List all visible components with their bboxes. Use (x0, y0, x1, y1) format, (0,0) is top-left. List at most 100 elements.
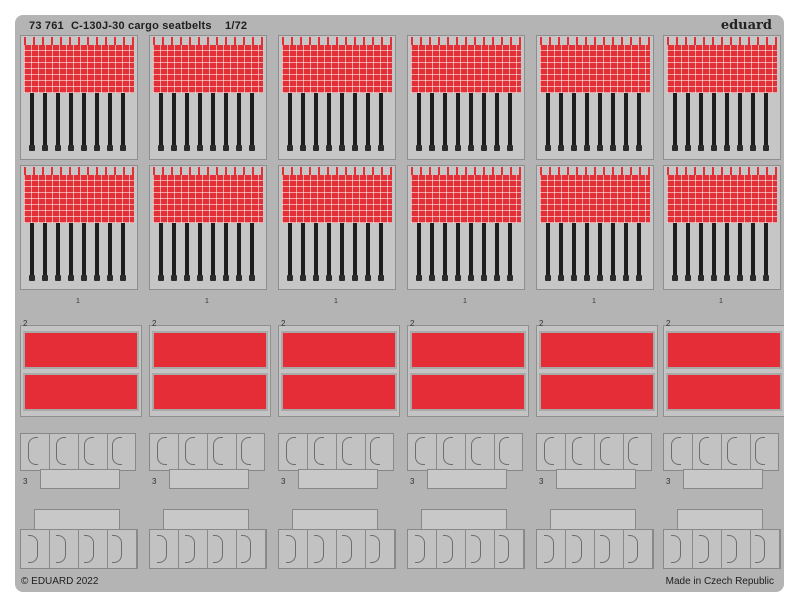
seat-hook (213, 535, 223, 563)
belt-strap (197, 93, 203, 151)
seatbelt-panel: 1 (149, 165, 267, 305)
belt-strap (584, 223, 590, 281)
seat-hook (600, 437, 610, 465)
belt-strap (210, 223, 216, 281)
belt-net (282, 45, 392, 93)
belt-strap (597, 93, 603, 151)
belt-strap (610, 223, 616, 281)
seat-hook (671, 535, 681, 563)
belt-tabs (282, 37, 392, 46)
belt-strap (352, 93, 358, 151)
seat-frame-base (34, 509, 120, 531)
seat-hook (699, 535, 709, 563)
seat-hook (370, 437, 380, 465)
seat-frame-lower (663, 509, 781, 569)
belt-net (411, 175, 521, 223)
seat-hook (755, 437, 765, 465)
belt-net (282, 175, 392, 223)
belt-strap (763, 223, 769, 281)
belt-net (153, 175, 263, 223)
belt-strap (737, 93, 743, 151)
part-number: 3 (281, 477, 286, 486)
copyright-text: © EDUARD 2022 (21, 576, 99, 587)
photo-etch-fret: 73 761 C-130J-30 cargo seatbelts 1/72 ed… (15, 15, 784, 592)
belt-strap (558, 223, 564, 281)
seat-hook (727, 535, 737, 563)
belt-strap (494, 93, 500, 151)
belt-strap (184, 223, 190, 281)
product-name: C-130J-30 cargo seatbelts (71, 20, 212, 32)
part-number: 2 (666, 319, 671, 328)
seat-hook (544, 437, 554, 465)
seat-hook (112, 437, 122, 465)
seat-frame-base (427, 469, 507, 489)
part-number: 1 (205, 298, 209, 305)
belt-strap (236, 223, 242, 281)
belt-strap (571, 223, 577, 281)
seat-frame-bottom (536, 529, 654, 569)
belt-net (667, 175, 777, 223)
red-pad (539, 373, 655, 411)
belt-strap (365, 223, 371, 281)
belt-strap (313, 93, 319, 151)
belt-net (24, 45, 134, 93)
seat-hook (628, 535, 638, 563)
seat-hook (443, 437, 453, 465)
part-number: 3 (666, 477, 671, 486)
seat-hook (286, 437, 296, 465)
belt-strap (545, 93, 551, 151)
belt-strap (107, 93, 113, 151)
seat-hook (241, 535, 251, 563)
red-pad (666, 373, 782, 411)
seat-hook (499, 437, 509, 465)
seat-frame-top (536, 433, 652, 471)
belt-strap (158, 93, 164, 151)
seat-hook (56, 437, 66, 465)
belt-strap (711, 223, 717, 281)
seat-hook (28, 535, 38, 563)
belt-tabs (153, 37, 263, 46)
seat-frame-upper (20, 433, 136, 489)
belt-net (667, 45, 777, 93)
seat-frame-lower (536, 509, 654, 569)
product-code: 73 761 (29, 20, 64, 32)
seatbelt-panel: 1 (149, 35, 267, 175)
seat-frame-upper (536, 433, 652, 489)
belt-strap (507, 93, 513, 151)
red-pad (23, 331, 139, 369)
part-number: 3 (152, 477, 157, 486)
belt-strap (685, 93, 691, 151)
belt-strap (724, 93, 730, 151)
belt-strap (197, 223, 203, 281)
seat-hook (727, 437, 737, 465)
seat-hook (84, 535, 94, 563)
belt-strap (763, 93, 769, 151)
seatbelt-panel: 1 (20, 165, 138, 305)
belt-strap (737, 223, 743, 281)
red-pad (410, 373, 526, 411)
seatbelt-panel: 1 (536, 35, 654, 175)
belt-strap (378, 223, 384, 281)
belt-strap (210, 93, 216, 151)
belt-strap (120, 223, 126, 281)
belt-strap (68, 93, 74, 151)
part-number: 2 (410, 319, 415, 328)
part-number: 2 (152, 319, 157, 328)
belt-strap (339, 223, 345, 281)
belt-strap (442, 93, 448, 151)
seat-hook (415, 437, 425, 465)
seat-frame-base (550, 509, 636, 531)
seat-frame-lower (149, 509, 267, 569)
belt-strap (481, 93, 487, 151)
belt-strap (750, 93, 756, 151)
belt-strap (171, 93, 177, 151)
seat-frame-base (298, 469, 378, 489)
red-pad (23, 373, 139, 411)
red-pad (539, 331, 655, 369)
seat-hook (572, 535, 582, 563)
part-number: 1 (76, 298, 80, 305)
belt-strap (685, 223, 691, 281)
belt-strap (300, 223, 306, 281)
seat-hook (112, 535, 122, 563)
belt-strap (711, 93, 717, 151)
